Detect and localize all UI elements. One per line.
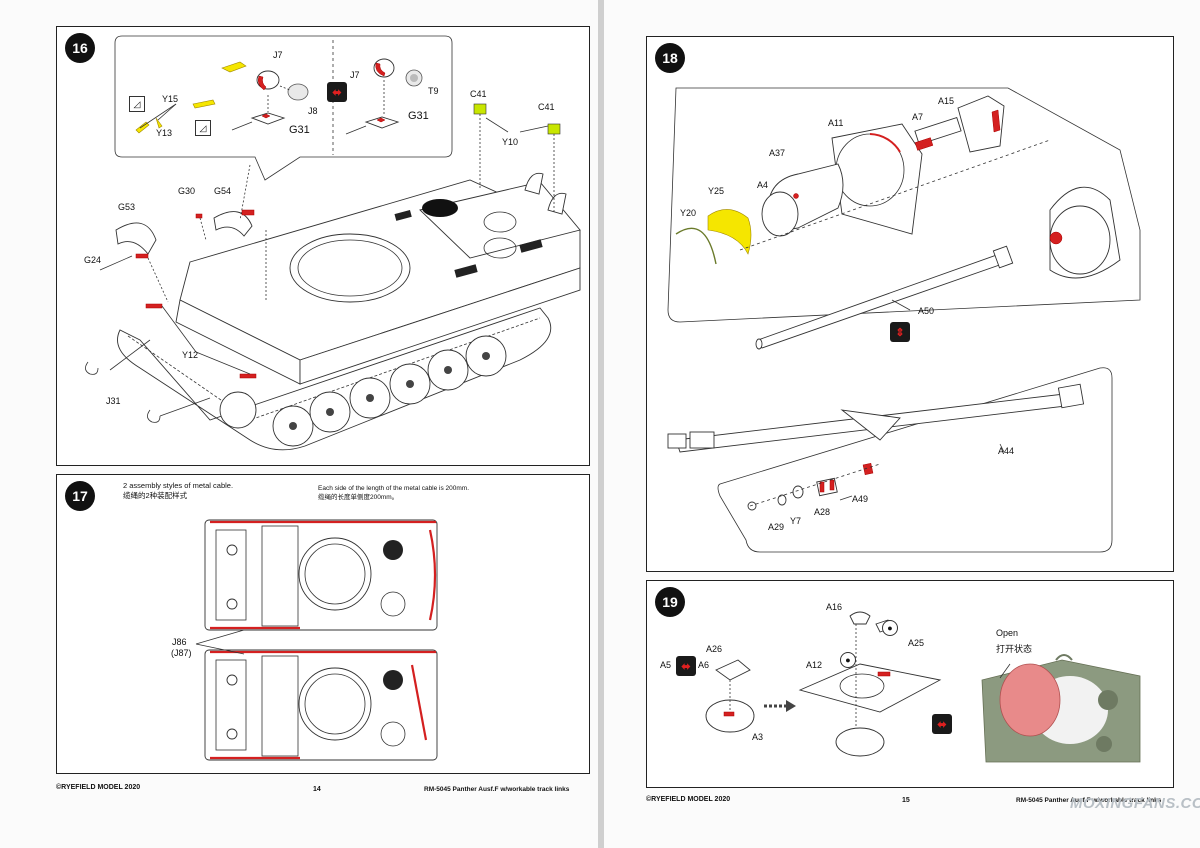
part-label: A49 — [852, 494, 869, 504]
rotate-view-icon: ⇕ — [890, 322, 910, 342]
footer-product: RM-5045 Panther Ausf.F w/workable track … — [1016, 797, 1162, 804]
part-label: A26 — [706, 644, 723, 654]
part-label: A37 — [769, 148, 786, 158]
glue-icon: ◿ — [195, 120, 211, 136]
part-label: G30 — [178, 186, 196, 196]
part-label: G54 — [214, 186, 232, 196]
part-label: J86 — [172, 637, 187, 647]
glue-icon: ◿ — [129, 96, 145, 112]
part-label: Y7 — [790, 516, 802, 526]
step-19-number: 19 — [655, 587, 685, 617]
rotate-view-icon: ⬌ — [676, 656, 696, 676]
part-label: A11 — [828, 118, 844, 128]
part-label: A3 — [752, 732, 764, 742]
part-label: A6 — [698, 660, 710, 670]
cable-length-note-en: Each side of the length of the metal cab… — [318, 485, 470, 492]
part-label: G24 — [84, 255, 102, 265]
step-18-number: 18 — [655, 43, 685, 73]
cable-note-en: 2 assembly styles of metal cable. — [123, 481, 234, 490]
part-label: Y13 — [156, 128, 173, 138]
page-gutter — [598, 0, 604, 848]
footer-product: RM-5045 Panther Ausf.F w/workable track … — [424, 786, 570, 793]
part-label: Y10 — [502, 137, 519, 147]
footer-page-number: 14 — [313, 786, 321, 793]
part-label: Y15 — [162, 94, 179, 104]
part-label: C41 — [538, 102, 555, 112]
step-18-panel: 18 — [646, 36, 1174, 572]
photo-etch-icon: ● — [882, 620, 898, 636]
part-label: A25 — [908, 638, 925, 648]
part-label: T9 — [428, 86, 439, 96]
footer-copyright: ©RYEFIELD MODEL 2020 — [646, 796, 731, 803]
gun-barrel-drawing — [667, 87, 1141, 553]
step-16-number: 16 — [65, 33, 95, 63]
panther-hull-drawing — [85, 103, 581, 451]
site-watermark: MOXINGFANS.COM — [1070, 795, 1200, 812]
part-label: A44 — [998, 446, 1015, 456]
hatch-open-label-cn: 打开状态 — [996, 644, 1033, 654]
part-label: (J87) — [171, 648, 192, 658]
part-label: C41 — [470, 89, 487, 99]
part-label: J8 — [308, 106, 318, 116]
part-label: Y20 — [680, 208, 697, 218]
footer-page-number: 15 — [902, 797, 910, 804]
part-label: A7 — [912, 112, 924, 122]
part-label: A29 — [768, 522, 785, 532]
cable-length-note-cn: 缆绳的长度单侧度200mm。 — [318, 494, 399, 501]
rotate-view-icon: ⬌ — [932, 714, 952, 734]
part-label: Y25 — [708, 186, 725, 196]
photo-etch-icon: ● — [840, 652, 856, 668]
step-16-callout-frame — [114, 35, 453, 181]
part-label: G53 — [118, 202, 136, 212]
part-label: Y12 — [182, 350, 199, 360]
footer-copyright: ©RYEFIELD MODEL 2020 — [56, 784, 141, 791]
part-label: G31 — [408, 110, 429, 122]
part-label: J7 — [350, 70, 360, 80]
part-label: A5 — [660, 660, 672, 670]
part-label: A16 — [826, 602, 843, 612]
rotate-view-icon: ⬌ — [327, 82, 347, 102]
part-label: A12 — [806, 660, 823, 670]
hatch-open-label: Open — [996, 628, 1019, 638]
hull-top-view-drawings — [195, 519, 438, 761]
step-17-number: 17 — [65, 481, 95, 511]
part-label: J31 — [106, 396, 121, 406]
part-label: A15 — [938, 96, 955, 106]
cable-note-cn: 缆绳的2种装配样式 — [123, 491, 188, 500]
part-label: A28 — [814, 507, 831, 517]
part-label: A50 — [918, 306, 935, 316]
part-label: J7 — [273, 50, 283, 60]
part-label: A4 — [757, 180, 769, 190]
part-label: G31 — [289, 124, 310, 136]
